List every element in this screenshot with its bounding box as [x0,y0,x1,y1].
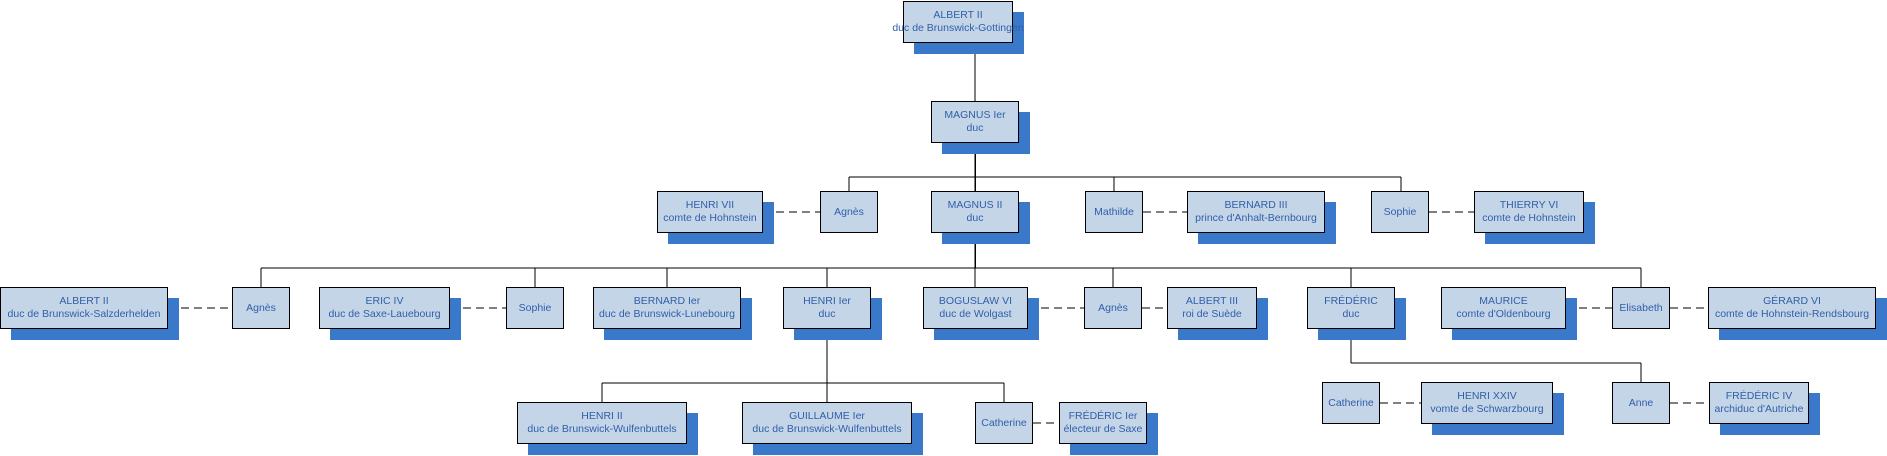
person-title: comte de Hohnstein-Rendsbourg [1714,308,1870,320]
person-name: GUILLAUME Ier [789,410,865,422]
person-name: MAGNUS Ier [944,109,1006,121]
person-box-catherine-2[interactable]: Catherine [1322,382,1380,424]
person-box-anne[interactable]: Anne [1612,382,1670,424]
person-name: Catherine [981,416,1027,429]
person-name: Catherine [1328,396,1374,409]
person-name: Sophie [518,301,552,314]
person-title: roi de Suède [1182,308,1242,320]
person-title: duc de Wolgast [939,308,1012,320]
person-name: ALBERT II [59,295,109,307]
person-box-agnes-2[interactable]: Agnès [232,287,290,329]
person-title: duc [818,308,836,320]
person-name: Agnès [834,205,864,218]
person-title: comte de Hohnstein [1482,212,1576,224]
person-title: vomte de Schwarzbourg [1430,403,1544,415]
person-name: BOGUSLAW VI [938,295,1013,307]
person-name: MAURICE [1479,295,1528,307]
person-box-agnes-3[interactable]: Agnès [1084,287,1142,329]
person-name: MAGNUS II [947,199,1003,211]
person-box-agnes-1[interactable]: Agnès [820,191,878,233]
person-name: FRÉDÉRIC [1324,295,1378,307]
person-name: HENRI VII [685,199,735,211]
person-box-catherine-1[interactable]: Catherine [975,402,1033,444]
person-name: ALBERT III [1185,295,1239,307]
person-title: comte d'Oldenbourg [1456,308,1551,320]
person-name: BERNARD Ier [633,295,701,307]
person-name: HENRI II [581,410,623,422]
person-title: prince d'Anhalt-Bernbourg [1195,212,1317,224]
person-name: Sophie [1383,205,1417,218]
person-title: duc de Brunswick-Lunebourg [599,308,735,320]
person-title: duc de Brunswick-Gottingen [892,22,1024,34]
person-title: électeur de Saxe [1063,423,1143,435]
person-name: HENRI XXIV [1457,390,1517,402]
person-name: Agnès [246,301,276,314]
person-name: THIERRY VI [1499,199,1559,211]
person-title: archiduc d'Autriche [1714,403,1804,415]
person-name: BERNARD III [1224,199,1288,211]
person-name: ALBERT II [933,9,983,21]
person-title: comte de Hohnstein [663,212,757,224]
person-title: duc [1342,308,1360,320]
person-title: duc de Brunswick-Salzderhelden [7,308,161,320]
person-name: GÉRARD VI [1763,295,1821,307]
person-title: duc de Brunswick-Wulfenbuttels [527,423,677,435]
person-name: Elisabeth [1619,301,1663,314]
person-title: duc de Brunswick-Wulfenbuttels [752,423,902,435]
person-name: HENRI Ier [803,295,851,307]
person-name: FRÉDÉRIC IV [1725,390,1793,402]
person-box-sophie-2[interactable]: Sophie [506,287,564,329]
person-name: Agnès [1098,301,1128,314]
person-title: duc [966,122,984,134]
person-name: Anne [1628,396,1654,409]
person-name: FRÉDÉRIC Ier [1068,410,1138,422]
person-title: duc de Saxe-Lauebourg [328,308,441,320]
person-name: Mathilde [1094,205,1134,218]
person-title: duc [966,212,984,224]
person-name: ERIC IV [365,295,404,307]
person-box-sophie-1[interactable]: Sophie [1371,191,1429,233]
person-box-elisabeth[interactable]: Elisabeth [1612,287,1670,329]
person-box-mathilde[interactable]: Mathilde [1085,191,1143,233]
